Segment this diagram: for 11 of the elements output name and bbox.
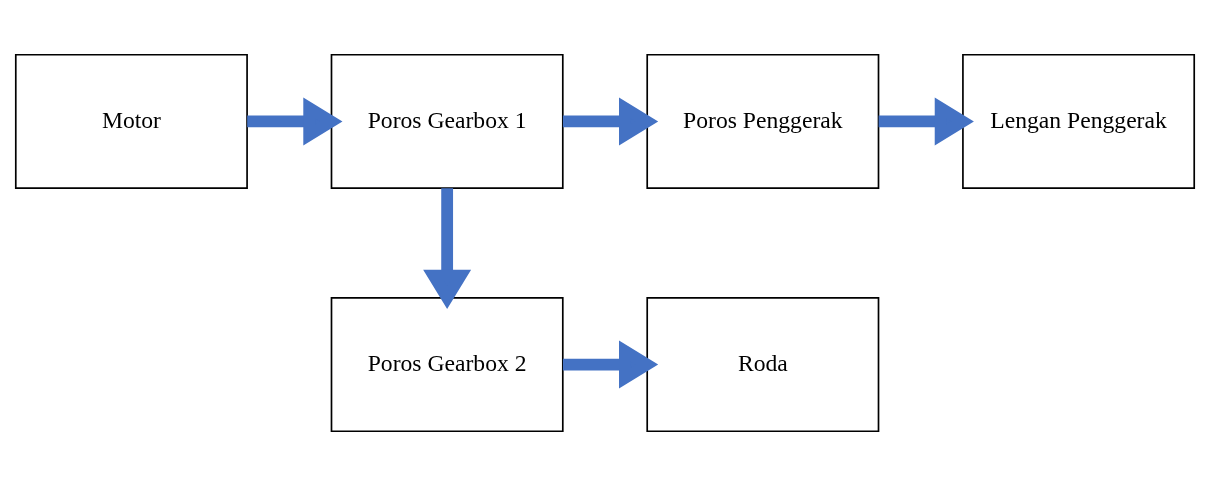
node-box: Poros Gearbox 1 — [330, 53, 564, 189]
node-box: Roda — [646, 297, 880, 433]
node-box: Poros Penggerak — [646, 53, 880, 189]
arrow — [562, 97, 659, 146]
arrow — [247, 97, 343, 146]
node-box: Lengan Penggerak — [962, 53, 1196, 189]
node-box: Poros Gearbox 2 — [330, 297, 564, 433]
arrow — [878, 97, 974, 146]
node-box: Motor — [14, 53, 248, 189]
arrow — [423, 188, 472, 309]
arrow — [562, 340, 659, 389]
